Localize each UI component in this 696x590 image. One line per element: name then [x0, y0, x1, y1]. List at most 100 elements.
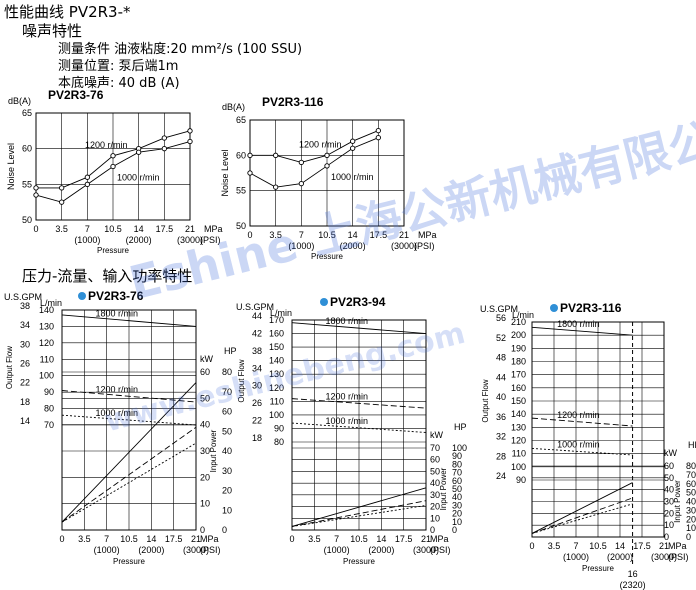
gpm-tick-label: 52 — [496, 333, 506, 343]
hp-tick-label: 70 — [452, 468, 462, 478]
x-tick-label: 7 — [85, 224, 90, 234]
y-axis-label: Noise Level — [6, 143, 16, 190]
y-unit-label: dB(A) — [8, 96, 31, 106]
hp-tick-label: 10 — [452, 517, 462, 527]
x-psi-label: (3000) — [183, 545, 209, 555]
data-point — [298, 159, 304, 166]
hp-tick-label: 50 — [222, 426, 232, 436]
flow-tick-label: 170 — [269, 315, 284, 325]
power-unit-label: kW — [664, 448, 678, 458]
gpm-tick-label: 22 — [20, 378, 30, 388]
data-point — [136, 149, 142, 155]
chart-title: PV2R3-76 — [88, 289, 144, 303]
power-line — [291, 487, 427, 527]
flow-tick-label: 160 — [511, 383, 526, 393]
x-psi-label: (3000) — [177, 235, 203, 245]
kw-tick-label: 30 — [200, 446, 210, 456]
x-tick-label: 7 — [299, 230, 304, 240]
power-line — [531, 497, 633, 534]
hp-tick-label: 40 — [222, 446, 232, 456]
flow-tick-label: 130 — [39, 321, 54, 331]
x-unit-label: MPa — [430, 534, 449, 544]
x-axis-label: Pressure — [113, 557, 146, 566]
kw-tick-label: 20 — [200, 472, 210, 482]
series-line — [249, 137, 379, 188]
gpm-tick-label: 34 — [252, 363, 262, 373]
flow-tick-label: 130 — [511, 422, 526, 432]
hp-tick-label: 80 — [452, 459, 462, 469]
x-unit-label: (PSI) — [414, 241, 435, 251]
gpm-tick-label: 26 — [20, 359, 30, 369]
flow-tick-label: 120 — [511, 436, 526, 446]
power-line — [291, 500, 427, 527]
data-point — [273, 184, 279, 190]
y-tick-label: 60 — [22, 144, 32, 154]
flow-tick-label: 70 — [44, 420, 54, 430]
limit-psi-label: (2320) — [620, 580, 646, 590]
kw-tick-label: 60 — [664, 461, 674, 471]
x-tick-label: 0 — [289, 534, 294, 544]
gpm-tick-label: 18 — [20, 397, 30, 407]
kw-tick-label: 50 — [430, 466, 440, 476]
x-psi-label: (2000) — [138, 545, 164, 555]
hp-tick-label: 0 — [452, 525, 457, 535]
gpm-tick-label: 32 — [496, 432, 506, 442]
x-tick-label: 0 — [529, 541, 534, 551]
bullet-icon — [78, 292, 86, 300]
gpm-tick-label: 40 — [496, 392, 506, 402]
section-heading: 压力-流量、输入功率特性 — [22, 267, 193, 285]
x-tick-label: 14 — [348, 230, 358, 240]
x-tick-label: 0 — [247, 230, 252, 240]
gpm-tick-label: 48 — [496, 353, 506, 363]
flow-tick-label: 100 — [511, 462, 526, 472]
power-line — [61, 426, 197, 523]
x-axis-label: Pressure — [582, 564, 615, 573]
gpm-tick-label: 44 — [496, 372, 506, 382]
gpm-tick-label: 30 — [20, 339, 30, 349]
noise-heading: 噪声特性 — [22, 22, 83, 40]
series-label: 1200 r/min — [299, 139, 342, 149]
flow-tick-label: 110 — [270, 396, 284, 406]
hp-tick-label: 40 — [452, 492, 462, 502]
x-psi-label: (2000) — [368, 545, 394, 555]
hp-tick-label: 10 — [686, 523, 696, 533]
kw-tick-label: 60 — [430, 455, 440, 465]
chart-title: PV2R3-116 — [560, 301, 622, 315]
gpm-tick-label: 38 — [252, 346, 262, 356]
gpm-tick-label: 22 — [252, 416, 262, 426]
flow-unit-label: U.S.GPM — [236, 302, 274, 312]
flow-unit-label: L/min — [512, 310, 534, 320]
hp-tick-label: 50 — [452, 484, 462, 494]
condition-line: 测量条件 油液粘度:20 mm²/s (100 SSU) — [58, 42, 303, 57]
x-unit-label: MPa — [200, 534, 219, 544]
data-point — [350, 138, 356, 144]
x-tick-label: 0 — [33, 224, 38, 234]
y-tick-label: 55 — [22, 179, 32, 189]
x-tick-label: 0 — [59, 534, 64, 544]
hp-tick-label: 30 — [452, 500, 462, 510]
flow-tick-label: 80 — [44, 404, 54, 414]
x-psi-label: (1000) — [288, 241, 314, 251]
flow-tick-label: 180 — [511, 357, 526, 367]
x-tick-label: 17.5 — [156, 224, 174, 234]
flow-tick-label: 160 — [269, 329, 284, 339]
series-label: 1200 r/min — [326, 391, 369, 401]
series-label: 1800 r/min — [326, 316, 369, 326]
kw-tick-label: 40 — [200, 420, 210, 430]
power-unit-label: kW — [430, 430, 444, 440]
kw-tick-label: 30 — [430, 490, 440, 500]
hp-tick-label: 70 — [222, 387, 232, 397]
x-tick-label: 14 — [146, 534, 156, 544]
gpm-tick-label: 42 — [252, 328, 262, 338]
power-unit-label: HP — [224, 346, 237, 356]
flow-line — [291, 322, 427, 335]
flow-tick-label: 140 — [39, 305, 54, 315]
y-tick-label: 50 — [236, 221, 246, 231]
data-point — [273, 152, 279, 158]
data-point — [324, 163, 330, 169]
hp-tick-label: 0 — [686, 532, 691, 542]
flow-tick-label: 90 — [44, 387, 54, 397]
chart-title: PV2R3-94 — [330, 295, 386, 309]
power-line — [61, 442, 197, 523]
series-label: 1200 r/min — [557, 410, 600, 420]
